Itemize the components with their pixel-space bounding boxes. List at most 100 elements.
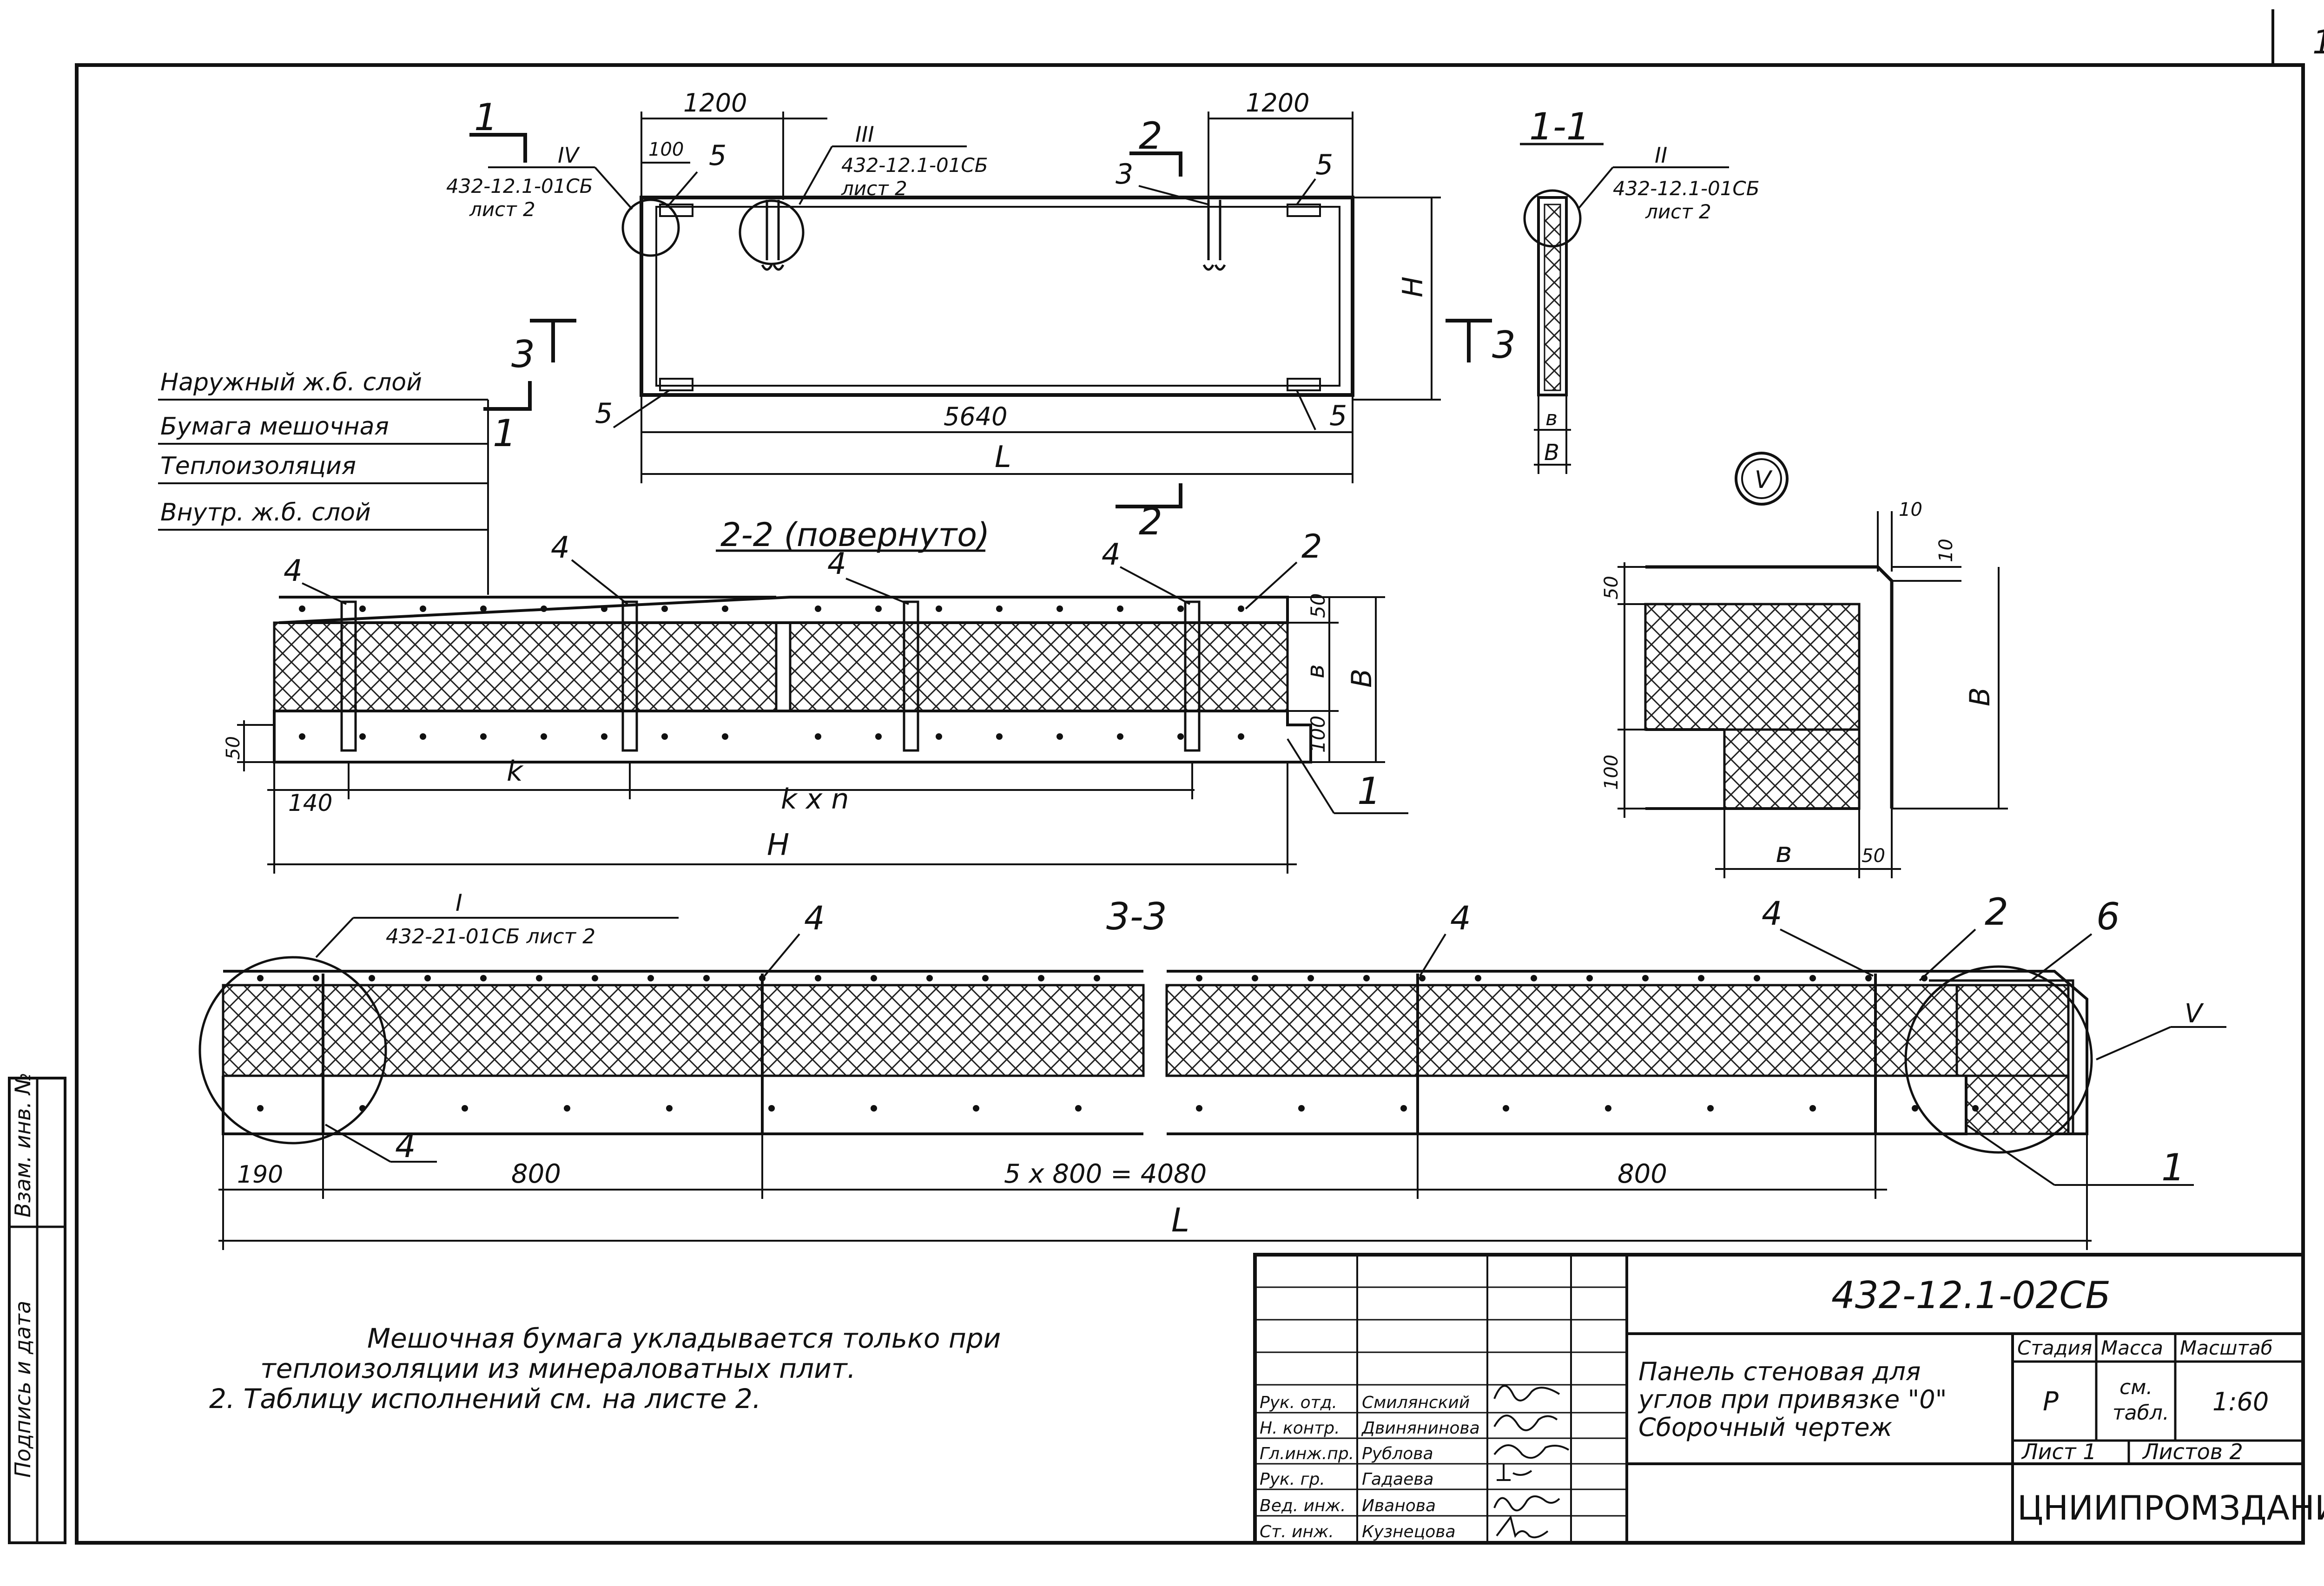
plan-callout-III-sheet: лист 2: [841, 177, 907, 200]
plan-callout-III-ref: 432-12.1-01СБ: [841, 154, 988, 177]
name-1: Смилянский: [1362, 1393, 1470, 1412]
section-1-1-title: 1-1: [1529, 105, 1590, 148]
plan-callout-IV-ref: 432-12.1-01СБ: [446, 175, 593, 197]
header-scale: Масштаб: [2180, 1336, 2273, 1359]
plan-section-1: 1: [474, 96, 498, 139]
role-4: Рук. гр.: [1260, 1470, 1325, 1489]
doc-code: 432-12.1-02СБ: [1831, 1274, 2111, 1317]
section-3-3-pos-4d: 4: [395, 1127, 416, 1165]
section-1-1-dim-b: в: [1545, 407, 1558, 430]
name-6: Кузнецова: [1362, 1522, 1456, 1541]
section-2-2-dim-50: 50: [1307, 593, 1329, 618]
section-1-1: 1-1 II 432-12.1-01СБ лист 2 в В: [1520, 105, 1760, 474]
header-stage: Стадия: [2017, 1336, 2092, 1359]
section-2-2-dim-140: 140: [288, 790, 332, 816]
detail-V-dim-100: 100: [1601, 755, 1622, 790]
plan-pos-3: 3: [1116, 158, 1133, 191]
plan-pos-5-tr: 5: [1315, 149, 1333, 181]
sheet-number: 18: [2312, 23, 2324, 61]
detail-V: V 10 10 50 100 В в 50: [1601, 452, 2008, 878]
detail-V-dim-b: в: [1776, 836, 1792, 869]
section-2-2-dim-kn: k x n: [781, 783, 849, 816]
section-2-2-title: 2-2 (повернуто): [720, 516, 990, 554]
plan-section-1-lower: 1: [493, 412, 516, 455]
header-mass: Масса: [2101, 1336, 2163, 1359]
title-block: 432-12.1-02СБ Панель стеновая для углов …: [1253, 1253, 2324, 1545]
section-3-3-title: 3-3: [1106, 895, 1167, 938]
section-3-3-dim-mid: 5 x 800 = 4080: [1004, 1159, 1207, 1189]
sheet-label: Лист 1: [2021, 1439, 2096, 1464]
title-line-2: углов при привязке "0": [1637, 1385, 1947, 1414]
notes: Мешочная бумага укладывается только при …: [209, 1323, 1001, 1415]
section-3-3-dim-L: L: [1171, 1201, 1189, 1239]
plan-dim-H: H: [1397, 276, 1429, 297]
plan-dim-L: L: [995, 440, 1011, 474]
title-line-3: Сборочный чертеж: [1638, 1413, 1893, 1442]
section-3-3-pos-4c: 4: [1762, 895, 1783, 933]
section-3-3-callout: I: [456, 889, 462, 916]
section-1-1-sheet: лист 2: [1645, 200, 1711, 223]
plan-dim-inner: 5640: [944, 402, 1007, 431]
section-2-2-dim-50-left: 50: [223, 736, 244, 760]
section-3-3-ref: 432-21-01СБ лист 2: [386, 925, 595, 948]
title-line-1: Панель стеновая для: [1638, 1357, 1921, 1386]
stage-value: Р: [2043, 1387, 2059, 1417]
detail-V-dim-10b: 10: [1935, 539, 1957, 562]
section-2-2-pos-2: 2: [1301, 527, 1322, 566]
plan-view: 1200 100 1200 H 5640 L 1 1 2 2 3 3 5: [446, 88, 1516, 543]
section-2-2-pos-4c: 4: [827, 547, 846, 581]
plan-callout-IV: IV: [558, 143, 581, 168]
role-6: Ст. инж.: [1260, 1522, 1334, 1541]
sheets-label: Листов 2: [2142, 1439, 2243, 1464]
legend-inner-layer: Внутр. ж.б. слой: [160, 499, 371, 526]
detail-V-title: V: [1755, 466, 1773, 494]
section-3-3: 3-3: [198, 889, 2226, 1250]
plan-section-3-left: 3: [511, 333, 535, 376]
section-3-3-dim-800b: 800: [1618, 1159, 1667, 1189]
detail-V-dim-50-bottom: 50: [1862, 845, 1885, 867]
section-3-3-dim-190: 190: [237, 1161, 283, 1189]
plan-section-3-right: 3: [1492, 323, 1516, 367]
section-1-1-ref: 432-12.1-01СБ: [1613, 177, 1760, 200]
section-3-3-pos-2: 2: [1985, 890, 2008, 934]
legend-insulation: Теплоизоляция: [160, 452, 356, 480]
section-2-2-pos-4d: 4: [1102, 538, 1121, 572]
stamp-signature-date: Подпись и дата: [10, 1301, 35, 1478]
detail-V-dim-B: В: [1964, 687, 1996, 706]
section-2-2-dim-H: H: [767, 828, 789, 862]
role-1: Рук. отд.: [1260, 1393, 1337, 1412]
plan-callout-III: III: [855, 122, 874, 147]
mass-line-2: табл.: [2113, 1401, 2169, 1425]
signatures: [1493, 1385, 1570, 1539]
plan-dim-100: 100: [648, 139, 684, 160]
section-2-2-dim-k: k: [507, 755, 524, 788]
section-3-3-callout-V: V: [2185, 999, 2204, 1029]
plan-pos-5-tl: 5: [709, 139, 726, 172]
sheet-frame: [75, 63, 2305, 1545]
organization: ЦНИИПРОМЗДАНИЙ: [2017, 1488, 2324, 1527]
name-4: Гадаева: [1362, 1470, 1434, 1489]
mass-line-1: см.: [2119, 1375, 2152, 1399]
note-line-1: Мешочная бумага укладывается только при: [367, 1323, 1001, 1354]
detail-V-dim-10a: 10: [1899, 499, 1922, 520]
name-3: Рублова: [1362, 1444, 1433, 1463]
scale-value: 1:60: [2212, 1387, 2269, 1416]
layer-legend: Наружный ж.б. слой Бумага мешочная Тепло…: [158, 369, 489, 595]
section-1-1-dim-B: В: [1544, 440, 1559, 466]
detail-V-dim-50-top: 50: [1601, 576, 1622, 599]
role-3: Гл.инж.пр.: [1260, 1444, 1354, 1463]
section-2-2-pos-1: 1: [1357, 770, 1381, 813]
section-2-2-pos-4b: 4: [551, 531, 570, 565]
plan-pos-5-bl: 5: [595, 397, 613, 430]
section-2-2-pos-4a: 4: [284, 554, 303, 588]
plan-section-2: 2: [1139, 114, 1162, 158]
role-2: Н. контр.: [1260, 1419, 1340, 1438]
legend-outer-layer: Наружный ж.б. слой: [160, 369, 422, 396]
section-1-1-callout: II: [1655, 143, 1667, 168]
plan-dim-corner-left: 1200: [683, 88, 747, 118]
plan-callout-IV-sheet: лист 2: [469, 198, 535, 221]
name-2: Двинянинова: [1361, 1419, 1480, 1438]
stamp-replace-inventory: Взам. инв. №: [10, 1073, 35, 1217]
role-5: Вед. инж.: [1260, 1496, 1346, 1515]
